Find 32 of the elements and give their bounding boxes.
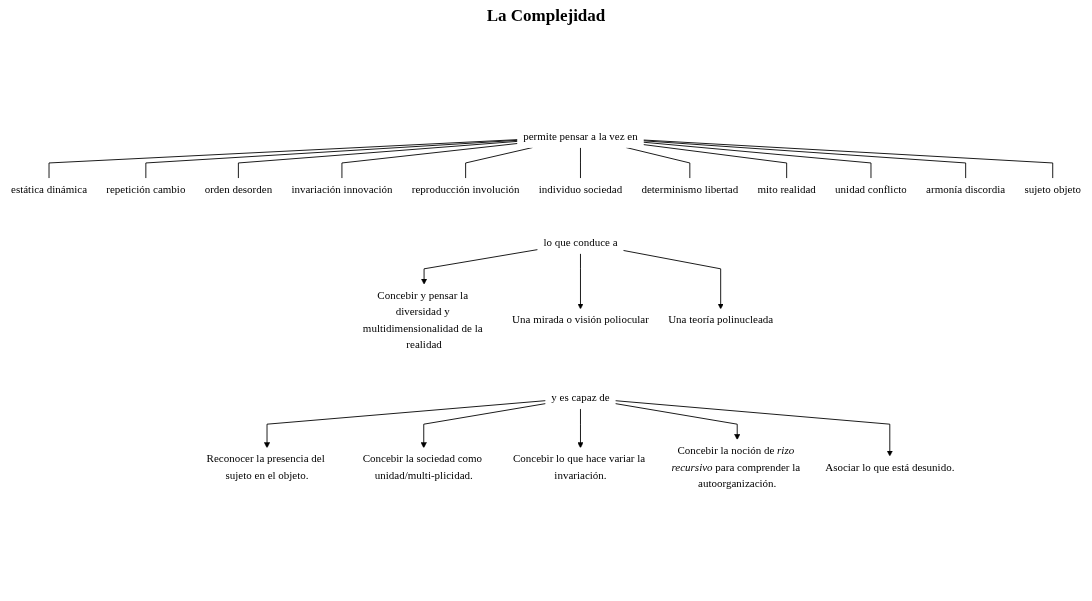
node-text: orden desorden [204,183,273,196]
node-text: individuo sociedad [538,183,623,196]
node-text: invariación innovación [291,183,393,196]
node-text: Asociar lo que está desunido. [825,461,955,474]
node-text: permite pensar a la vez en [523,130,638,143]
connector [580,147,581,180]
connector [642,142,872,180]
node-text: Una teoría polinucleada [668,314,774,326]
node-text: estática dinámica [11,183,88,196]
connector [237,141,519,180]
node-text: Concebir la sociedad como unidad/multi-plicidad. [362,453,483,482]
connector [642,144,788,180]
node-text: determinismo libertad [641,183,739,196]
node-text: Concebir y pensar la diversidad y multidimensionalidad de la realidad [362,289,483,351]
node-text: Una mirada o visión poliocular [512,314,649,326]
node-text: Concebir lo que hace variar la invariación. [512,453,646,482]
node-text: unidad conflicto [835,183,907,196]
connector [341,143,519,180]
node-text: reproducción involución [411,183,520,196]
node-text: mito realidad [757,183,816,196]
node-text: armonía discordia [926,183,1006,196]
connector [642,140,1054,180]
connector [145,140,519,180]
diagram-title: La Complejidad [485,6,607,26]
node-text: y es capaz de [551,391,610,404]
connector [48,139,519,180]
node-text: sujeto objeto [1024,183,1081,196]
node-text: Reconocer la presencia del sujeto en el objeto. [206,453,325,482]
connector [642,140,967,180]
node-text: Concebir la noción de rizo recursivo para comprender la autoorganización. [671,444,801,490]
node-text: repetición cambio [106,183,186,196]
node-text: lo que conduce a [543,236,618,249]
